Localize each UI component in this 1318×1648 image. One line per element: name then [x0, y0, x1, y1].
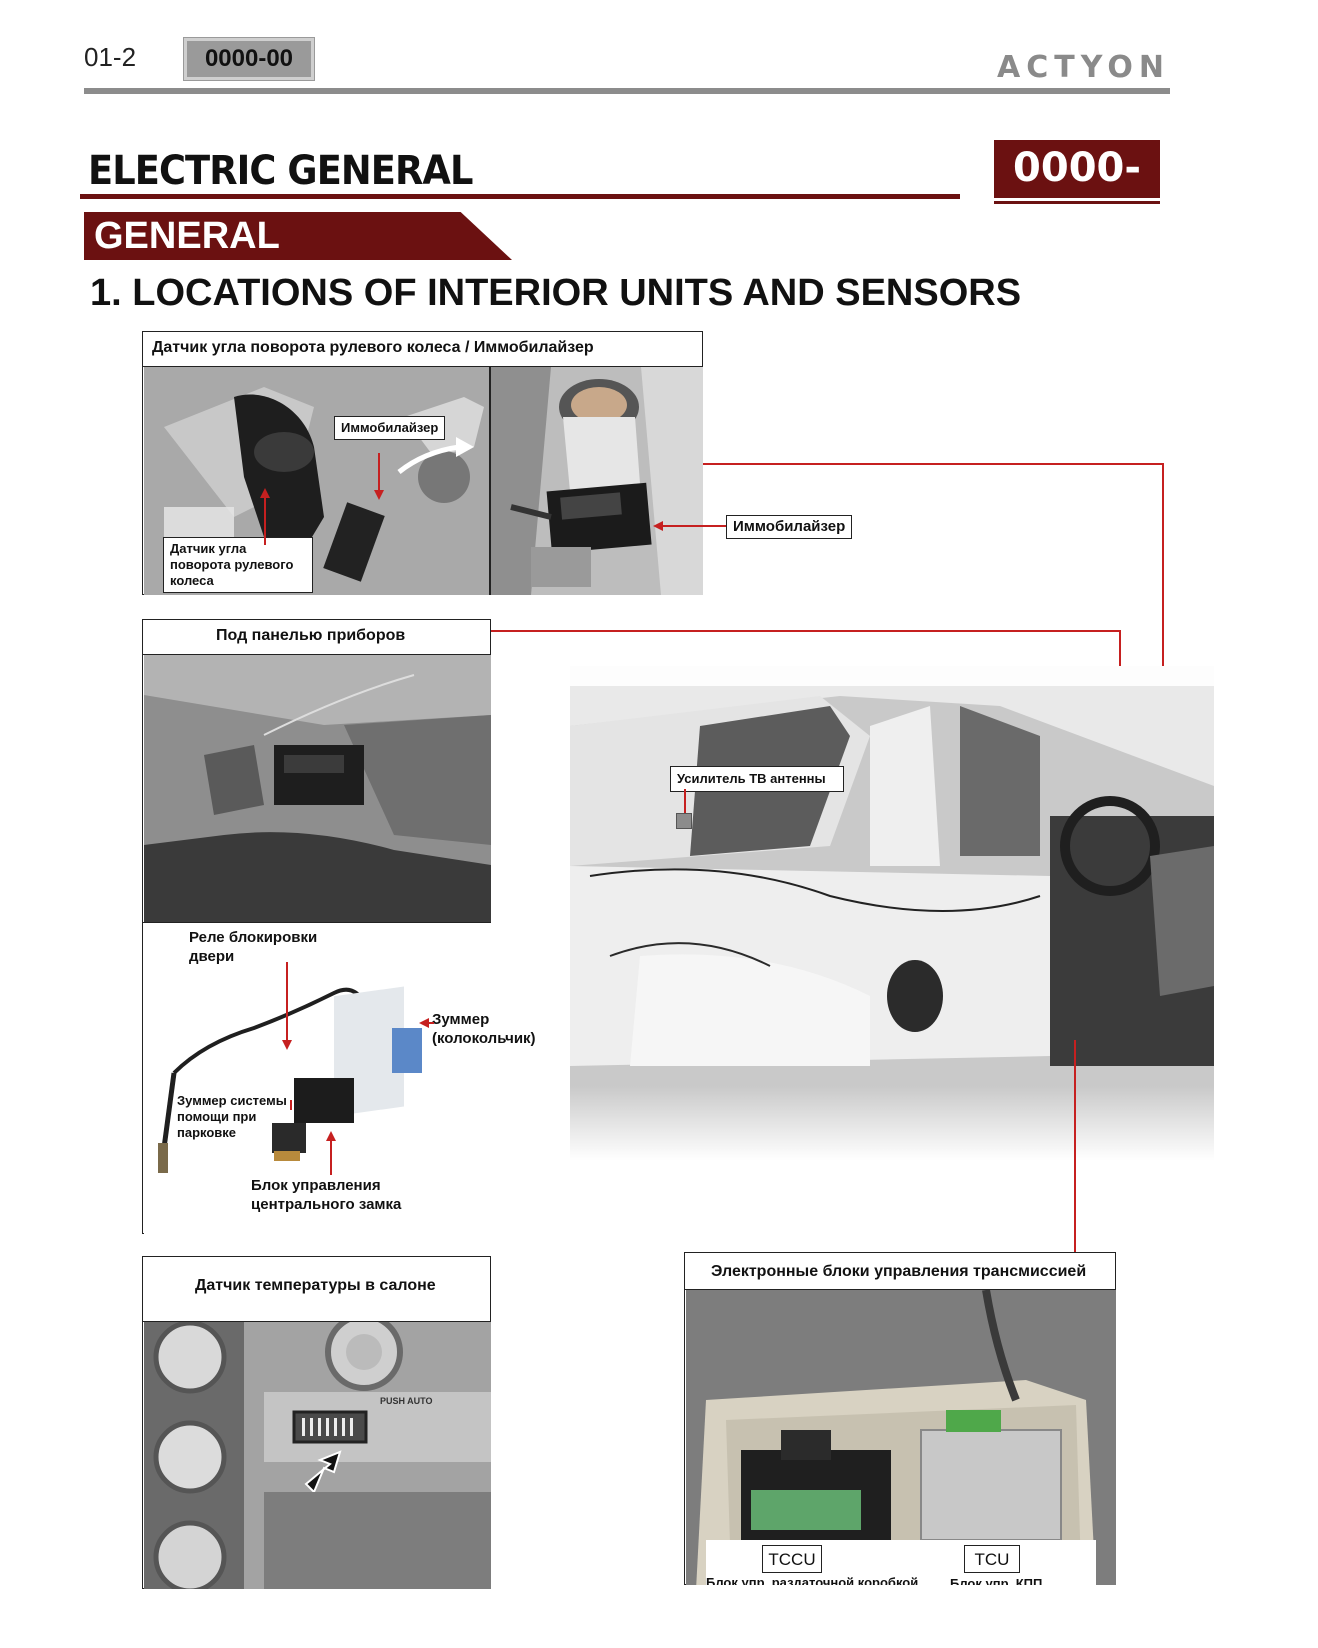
immobilizer-callout-right: Иммобилайзер: [726, 515, 853, 539]
header-rule: [84, 88, 1170, 94]
steering-sensor-callout: Датчик угла поворота рулевого колеса: [163, 537, 313, 593]
steering-panel: Датчик угла поворота рулевого колеса / И…: [142, 331, 703, 595]
tcu-photo: TCCU TCU Блок упр. раздаточной коробкой …: [686, 1290, 1116, 1585]
immobilizer-illustration: [491, 367, 703, 595]
header-code-badge: 0000-00: [183, 37, 315, 81]
tv-amp-marker: [676, 813, 692, 829]
immobilizer-callout-left: Иммобилайзер: [334, 416, 446, 440]
tcu-description: Блок упр. КПП: [950, 1576, 1043, 1585]
temperature-panel: Датчик температуры в салоне PUSH AUTO: [142, 1256, 491, 1589]
immobilizer-photo: [491, 367, 703, 595]
leader-arrow: [419, 1018, 429, 1028]
tcu-panel-title: Электронные блоки управления трансмиссие…: [711, 1263, 1087, 1280]
relay-unit-illustration: [158, 986, 422, 1173]
control-units-illustration: [686, 1290, 1116, 1585]
leader-arrow: [653, 521, 663, 531]
dash-panel-title: Под панелью приборов: [216, 627, 406, 644]
leader-line: [684, 789, 686, 815]
leader-line: [330, 1140, 332, 1175]
tcu-panel: Электронные блоки управления трансмиссие…: [684, 1252, 1116, 1585]
page-number: 01-2: [84, 42, 137, 72]
main-heading: 1. LOCATIONS OF INTERIOR UNITS AND SENSO…: [90, 272, 1022, 314]
leader-line: [286, 962, 288, 1042]
door-relay-label: Реле блокировки двери: [189, 929, 318, 965]
buzzer-label: Зуммер (колокольчик): [432, 1011, 536, 1047]
car-interior-photo: Усилитель ТВ антенны: [570, 666, 1214, 1160]
door-relay-photo: [144, 923, 491, 1234]
temperature-sensor-photo: PUSH AUTO: [144, 1322, 491, 1589]
panel-divider: [685, 1289, 1115, 1290]
leader-arrow: [260, 488, 270, 498]
brand-logo: ACTYON: [997, 50, 1170, 85]
central-lock-label: Блок управления центрального замка: [251, 1177, 402, 1213]
leader-line: [427, 1022, 434, 1024]
section-title: ELECTRIC GENERAL: [88, 148, 473, 194]
leader-arrow: [326, 1131, 336, 1141]
leader-line: [290, 1100, 292, 1110]
panel-divider: [143, 1321, 490, 1322]
photo-separator: [489, 367, 491, 595]
dash-panel: Под панелью приборов Реле блокировки две…: [142, 619, 536, 1234]
leader-line: [662, 525, 726, 527]
panel-divider: [143, 654, 490, 655]
under-dash-photo: [144, 655, 491, 922]
under-dash-illustration: [144, 655, 491, 922]
section-code-badge: 0000-00: [994, 140, 1160, 247]
climate-panel-illustration: [144, 1322, 491, 1589]
general-banner: GENERAL: [84, 212, 512, 260]
car-body-illustration: [570, 666, 1214, 1160]
temperature-panel-title: Датчик температуры в салоне: [195, 1277, 436, 1294]
tccu-description: Блок упр. раздаточной коробкой: [706, 1575, 919, 1585]
leader-arrow: [282, 1040, 292, 1050]
connector-line: [1074, 1040, 1076, 1252]
tccu-tag: TCCU: [762, 1545, 822, 1573]
steering-panel-title: Датчик угла поворота рулевого колеса / И…: [152, 339, 594, 356]
panel-divider: [143, 922, 490, 923]
connector-line: [703, 463, 1163, 465]
leader-line: [264, 497, 266, 545]
section-rule: [80, 194, 960, 199]
push-auto-label: PUSH AUTO: [380, 1396, 433, 1406]
tcu-tag: TCU: [964, 1545, 1020, 1573]
connector-line: [491, 630, 1120, 632]
panel-divider: [143, 366, 702, 367]
leader-line: [378, 453, 380, 491]
park-buzzer-label: Зуммер системы помощи при парковке: [177, 1093, 287, 1140]
tv-amp-callout: Усилитель ТВ антенны: [670, 766, 844, 792]
leader-arrow: [374, 490, 384, 500]
